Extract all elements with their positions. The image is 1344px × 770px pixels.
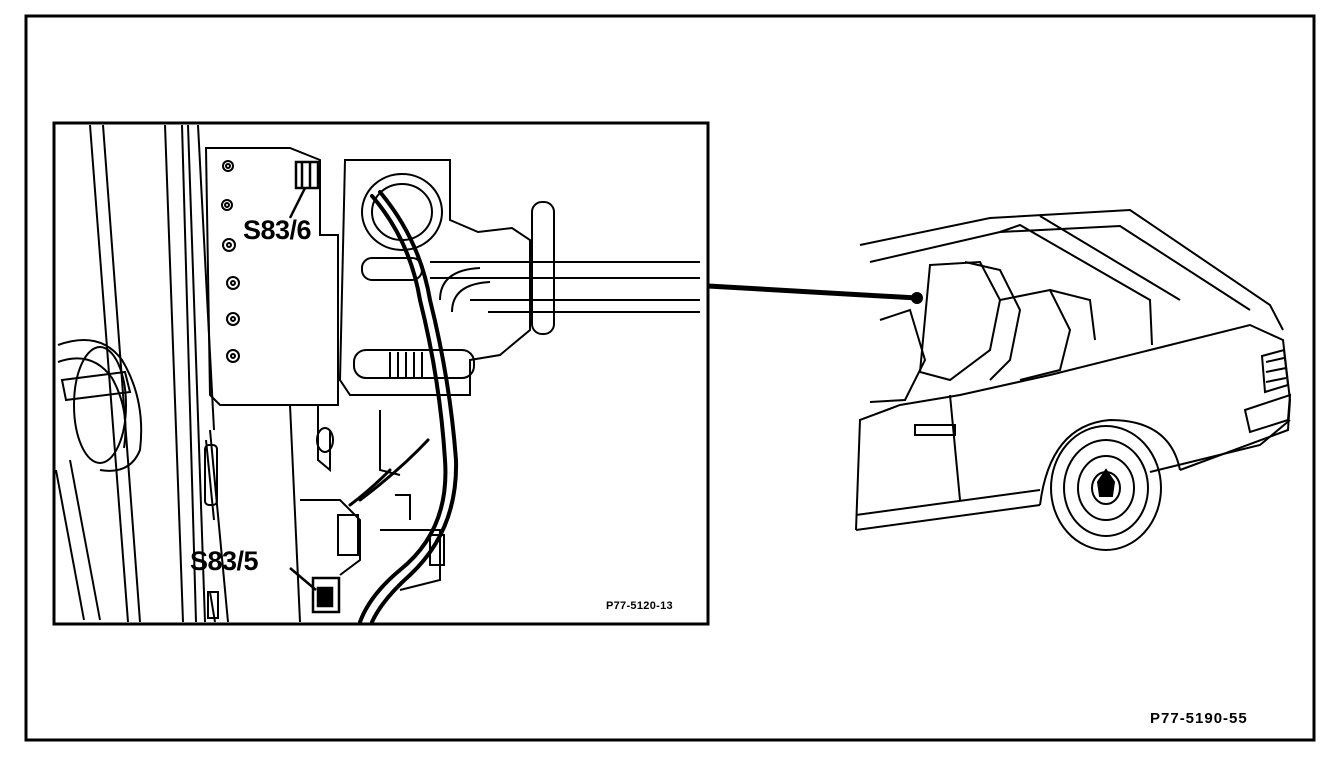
detail-figure-number: P77-5120-13 (606, 600, 673, 612)
bracket (338, 159, 700, 396)
mounting-plate (204, 147, 339, 406)
convertible-car (855, 208, 1292, 551)
belt-spool (55, 339, 143, 621)
callout-s83-5: S83/5 (190, 546, 259, 576)
outer-frame (24, 14, 1316, 742)
lower-structure (204, 404, 445, 623)
switch-s83-6 (288, 160, 320, 219)
cable-harness (348, 190, 459, 624)
detail-frame (52, 121, 710, 626)
callout-s83-6: S83/6 (243, 215, 312, 245)
leader-line (707, 283, 923, 304)
detail-inset: P77-5120-13 (52, 121, 710, 626)
main-figure-number: P77-5190-55 (1150, 710, 1248, 727)
switch-s83-5 (289, 567, 341, 614)
pillar-structure (89, 124, 229, 623)
